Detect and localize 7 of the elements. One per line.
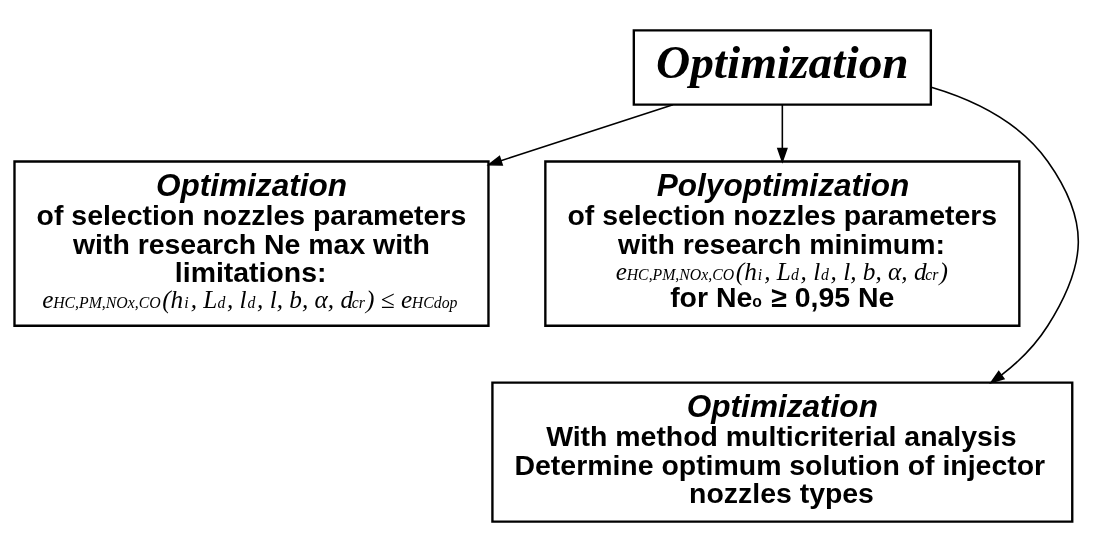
arrow <box>930 86 1080 384</box>
node-box: Polyoptimization of selection nozzles parameters with research minimum: eHC,PM,NOx,CO(hi, Ld, ld, l, b, α, dcr) for Neo ≥ 0,95 Ne <box>544 160 1021 327</box>
arrow <box>486 103 674 166</box>
node-box: Optimization of selection nozzles parameters with research Ne max with limitations: eHC,PM,NOx,CO(hi, Ld, ld, l, b, α, dcr) ≤ eHCdop <box>13 160 490 327</box>
node-box: Optimization <box>632 29 933 106</box>
arrow <box>776 104 788 164</box>
node-box: Optimization With method multicriterial analysis Determine optimum solution of injector nozzles types <box>491 381 1074 523</box>
